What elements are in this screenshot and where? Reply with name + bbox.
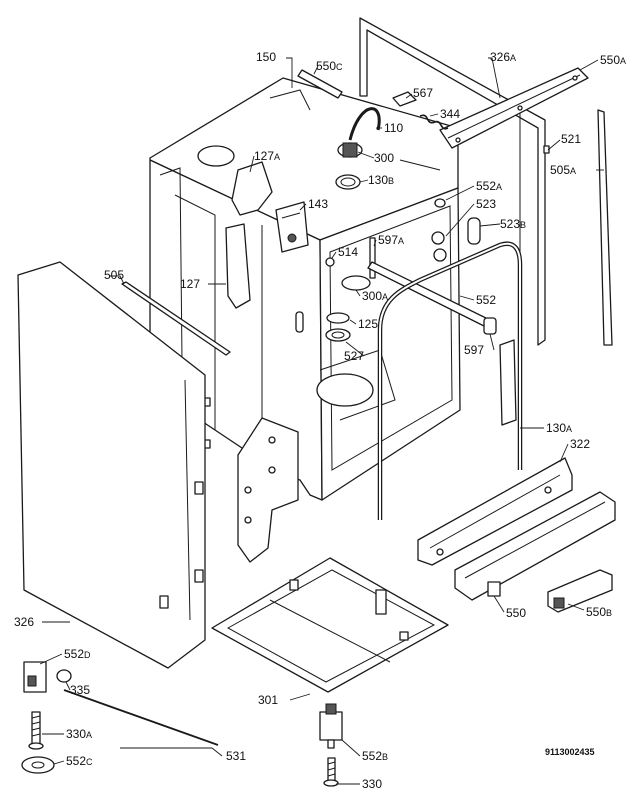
label-531: 531 xyxy=(226,749,246,763)
label-127a: 127A xyxy=(254,149,280,163)
side-panel-326 xyxy=(17,261,206,669)
label-344: 344 xyxy=(440,107,460,121)
spring-344 xyxy=(419,114,449,130)
label-552d: 552D xyxy=(64,647,91,661)
flange-523b xyxy=(467,217,481,245)
callout-labels: 150 550C 326A 550A 567 344 110 127A 300 … xyxy=(14,50,626,791)
nut-335 xyxy=(56,669,72,683)
label-326a: 326A xyxy=(490,50,516,64)
screw-330a xyxy=(28,711,44,750)
label-110: 110 xyxy=(384,121,403,135)
leader-lines xyxy=(39,57,604,785)
stop-597 xyxy=(483,317,497,335)
rail-322 xyxy=(417,457,573,566)
label-552a: 552A xyxy=(476,179,502,193)
label-143: 143 xyxy=(308,197,328,211)
bracket-550b xyxy=(547,569,613,613)
label-330a: 330A xyxy=(66,727,92,741)
label-523b: 523B xyxy=(500,217,526,231)
label-597: 597 xyxy=(464,343,484,357)
strip-505 xyxy=(121,281,231,356)
label-597a: 597A xyxy=(378,233,404,247)
label-527: 527 xyxy=(344,349,364,363)
label-322: 322 xyxy=(570,437,590,451)
strip-505a xyxy=(597,109,613,346)
label-550: 550 xyxy=(506,606,526,620)
air-vent-300 xyxy=(335,142,363,190)
label-335: 335 xyxy=(70,683,90,697)
side-bracket xyxy=(499,339,517,426)
label-125: 125 xyxy=(358,317,378,331)
label-567: 567 xyxy=(413,86,433,100)
strip-550c xyxy=(297,69,343,99)
label-330: 330 xyxy=(362,777,382,791)
label-300a: 300A xyxy=(362,289,388,303)
rod-531 xyxy=(63,689,219,746)
diagram-code: 9113002435 xyxy=(545,747,595,757)
seal-552a xyxy=(434,198,446,208)
foot-552d xyxy=(23,661,47,693)
label-552: 552 xyxy=(476,293,496,307)
bracket-143 xyxy=(275,201,309,253)
label-550b: 550B xyxy=(586,605,612,619)
label-127: 127 xyxy=(180,277,200,291)
fittings-523 xyxy=(431,231,447,262)
guide-597a xyxy=(369,237,376,279)
label-130b: 130B xyxy=(368,173,394,187)
label-150: 150 xyxy=(256,50,276,64)
label-326: 326 xyxy=(14,615,34,629)
rail-550 xyxy=(454,491,616,601)
label-523: 523 xyxy=(476,197,496,211)
label-505: 505 xyxy=(104,268,124,282)
duct-127a xyxy=(231,161,273,216)
duct-127 xyxy=(225,223,251,309)
label-300: 300 xyxy=(374,151,394,165)
label-550c: 550C xyxy=(316,59,343,73)
screw-330 xyxy=(323,757,339,787)
base-tray-301 xyxy=(211,557,449,693)
label-130a: 130A xyxy=(546,421,572,435)
label-550a: 550A xyxy=(600,53,626,67)
tub-body xyxy=(149,77,461,501)
foot-552b xyxy=(319,703,343,749)
label-521: 521 xyxy=(561,132,581,146)
spray-assembly xyxy=(325,275,371,342)
hose-110 xyxy=(348,107,381,141)
label-552c: 552C xyxy=(66,754,93,768)
cap-552c xyxy=(21,756,55,774)
label-552b: 552B xyxy=(362,749,388,763)
hinge-bracket xyxy=(237,417,299,563)
label-301: 301 xyxy=(258,693,278,707)
plug-514 xyxy=(325,257,335,267)
label-514: 514 xyxy=(338,245,358,259)
top-rail-550a xyxy=(439,67,589,149)
label-505a: 505A xyxy=(550,163,576,177)
